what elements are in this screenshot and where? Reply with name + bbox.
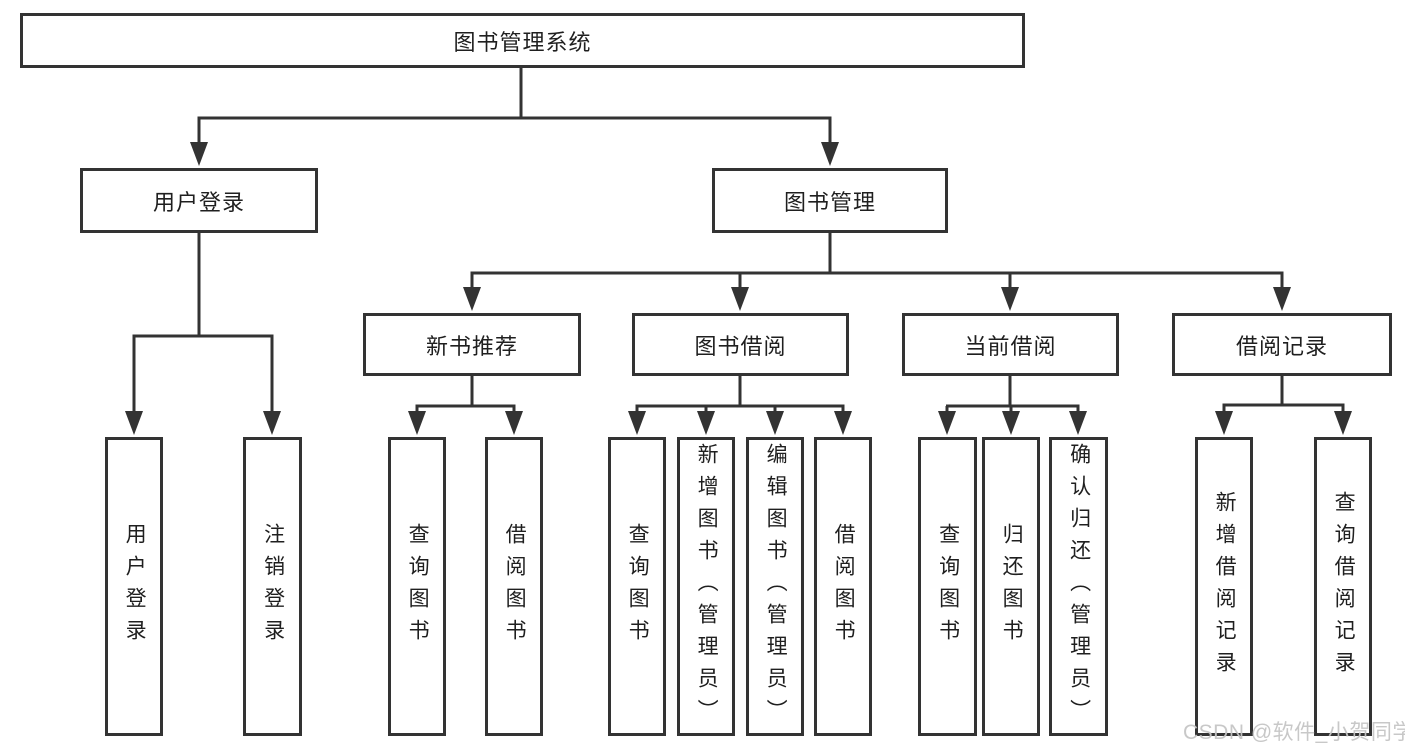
leaf-return-books-label: 归还图书: [1000, 522, 1024, 651]
node-book-management: 图书管理: [712, 168, 948, 233]
node-user-login-branch-label: 用户登录: [152, 189, 245, 215]
leaf-query-borrow-record: 查询借阅记录: [1314, 437, 1372, 736]
leaf-add-borrow-record: 新增借阅记录: [1195, 437, 1253, 736]
node-user-login-branch: 用户登录: [80, 168, 318, 233]
leaf-query-books-borrowing-label: 查询图书: [626, 522, 650, 651]
leaf-user-login: 用户登录: [105, 437, 163, 736]
node-book-borrowing-label: 图书借阅: [694, 333, 787, 359]
leaf-borrow-books: 借阅图书: [814, 437, 872, 736]
node-borrowing-records-label: 借阅记录: [1235, 333, 1328, 359]
arrowheads: [125, 142, 1352, 435]
node-current-borrowing: 当前借阅: [902, 313, 1119, 376]
node-current-borrowing-label: 当前借阅: [964, 333, 1057, 359]
leaf-user-login-label: 用户登录: [123, 522, 147, 651]
leaf-query-books-recommend-label: 查询图书: [406, 522, 430, 651]
leaf-borrow-books-label: 借阅图书: [832, 522, 856, 651]
leaf-query-books-borrowing: 查询图书: [608, 437, 666, 736]
leaf-query-books-current-label: 查询图书: [936, 522, 960, 651]
tree-edges: [132, 68, 1345, 412]
node-library-system-label: 图书管理系统: [453, 29, 592, 55]
leaf-add-books-admin-label: 新增图书（管理员）: [695, 442, 719, 731]
leaf-borrow-books-recommend: 借阅图书: [485, 437, 543, 736]
csdn-watermark: CSDN @软件_小贺同学: [1183, 721, 1405, 744]
leaf-query-books-current: 查询图书: [918, 437, 977, 736]
leaf-confirm-return-admin-label: 确认归还（管理员）: [1067, 442, 1091, 731]
node-book-borrowing: 图书借阅: [632, 313, 849, 376]
leaf-query-borrow-record-label: 查询借阅记录: [1332, 490, 1356, 683]
leaf-edit-books-admin-label: 编辑图书（管理员）: [764, 442, 788, 731]
leaf-confirm-return-admin: 确认归还（管理员）: [1049, 437, 1108, 736]
leaf-add-borrow-record-label: 新增借阅记录: [1213, 490, 1237, 683]
node-book-management-label: 图书管理: [783, 189, 876, 215]
leaf-borrow-books-recommend-label: 借阅图书: [503, 522, 527, 651]
node-borrowing-records: 借阅记录: [1172, 313, 1392, 376]
leaf-logout: 注销登录: [243, 437, 302, 736]
node-library-system: 图书管理系统: [20, 13, 1025, 68]
node-new-book-recommend-label: 新书推荐: [425, 333, 518, 359]
node-new-book-recommend: 新书推荐: [363, 313, 581, 376]
leaf-return-books: 归还图书: [982, 437, 1040, 736]
leaf-logout-label: 注销登录: [261, 522, 285, 651]
leaf-edit-books-admin: 编辑图书（管理员）: [746, 437, 804, 736]
leaf-query-books-recommend: 查询图书: [388, 437, 446, 736]
leaf-add-books-admin: 新增图书（管理员）: [677, 437, 735, 736]
